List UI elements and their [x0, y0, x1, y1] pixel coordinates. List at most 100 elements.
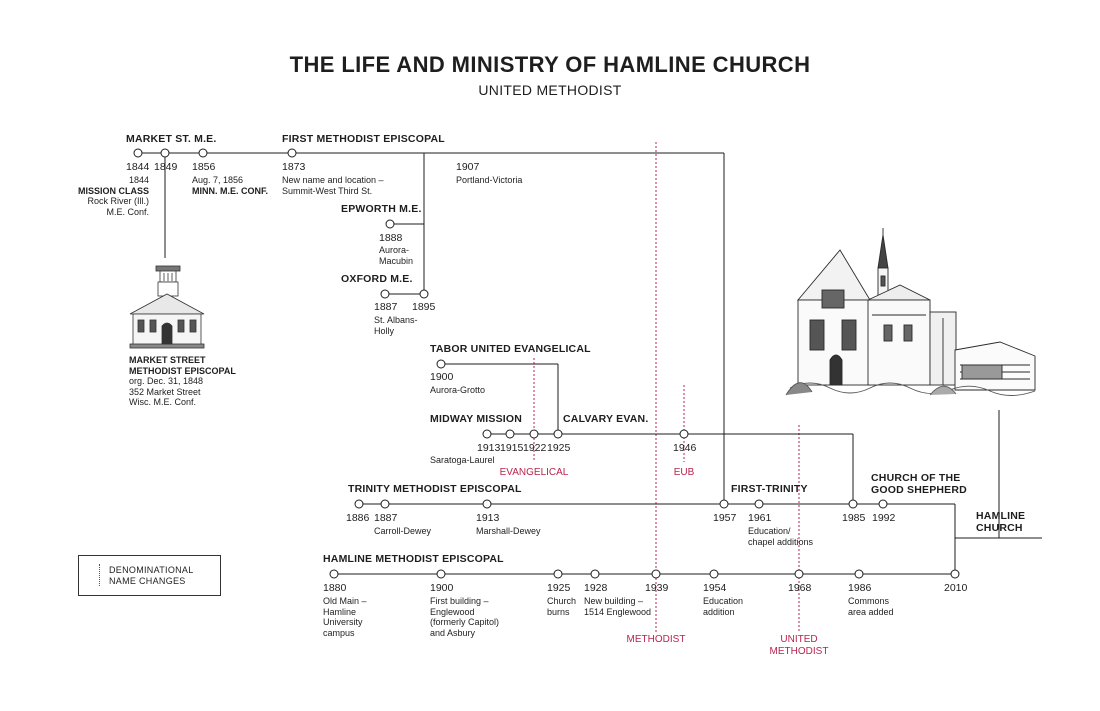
year-1939: 1939: [645, 582, 669, 594]
note-1873: New name and location – Summit-West Thir…: [282, 175, 384, 196]
year-1880: 1880: [323, 582, 347, 594]
node-1968: [794, 569, 804, 579]
year-1887-trinity: 1887: [374, 512, 398, 524]
note-1887-trinity: Carroll-Dewey: [374, 526, 432, 536]
year-1922: 1922: [523, 442, 547, 454]
hamline-church-illustration: [785, 228, 1036, 396]
header-midway: MIDWAY MISSION: [430, 413, 523, 425]
year-1946: 1946: [673, 442, 697, 454]
year-1900-hamline: 1900: [430, 582, 454, 594]
note-1913-trinity: Marshall-Dewey: [476, 526, 541, 536]
note-1928: New building – 1514 Englewood: [584, 596, 652, 617]
node-1873: [287, 148, 297, 158]
node-1887-trinity: [380, 499, 390, 509]
year-1888: 1888: [379, 232, 403, 244]
header-trinity: TRINITY METHODIST EPISCOPAL: [348, 483, 522, 495]
legend-box: DENOMINATIONAL NAME CHANGES: [78, 555, 221, 596]
node-1946: [679, 429, 689, 439]
header-oxford: OXFORD M.E.: [341, 273, 413, 285]
node-1922: [529, 429, 539, 439]
note-1856: Aug. 7, 1856 MINN. M.E. CONF.: [192, 175, 268, 196]
label-methodist: METHODIST: [626, 634, 686, 645]
node-1925-calvary: [553, 429, 563, 439]
header-epworth: EPWORTH M.E.: [341, 203, 422, 215]
note-1986: Commons area added: [848, 596, 894, 617]
header-tabor: TABOR UNITED EVANGELICAL: [430, 343, 591, 355]
node-1849: [160, 148, 170, 158]
header-hamline-me: HAMLINE METHODIST EPISCOPAL: [323, 553, 504, 565]
label-united-methodist-2: METHODIST: [769, 646, 829, 657]
node-1915: [505, 429, 515, 439]
year-1968: 1968: [788, 582, 812, 594]
node-1887-oxford: [380, 289, 390, 299]
header-hamline-church-2: CHURCH: [976, 522, 1023, 534]
note-1844: 1844 MISSION CLASS Rock River (Ill.) M.E…: [77, 175, 149, 217]
year-1913-trinity: 1913: [476, 512, 500, 524]
year-1895: 1895: [412, 301, 436, 313]
header-first-trinity: FIRST-TRINITY: [731, 483, 808, 495]
node-1886: [354, 499, 364, 509]
node-1900-hamline: [436, 569, 446, 579]
header-good-shepherd-1: CHURCH OF THE: [871, 472, 961, 484]
node-1939: [651, 569, 661, 579]
page-title: THE LIFE AND MINISTRY OF HAMLINE CHURCH: [289, 52, 811, 77]
node-1895: [419, 289, 429, 299]
node-1957: [719, 499, 729, 509]
year-1954: 1954: [703, 582, 727, 594]
note-1887-oxford: St. Albans- Holly: [374, 315, 418, 336]
year-1992: 1992: [872, 512, 896, 524]
node-1913-trinity: [482, 499, 492, 509]
node-1844: [133, 148, 143, 158]
year-1856: 1856: [192, 161, 216, 173]
timeline-nodes: [133, 148, 960, 579]
note-1954: Education addition: [703, 596, 744, 617]
year-1915: 1915: [500, 442, 524, 454]
node-2010: [950, 569, 960, 579]
year-1986: 1986: [848, 582, 872, 594]
year-1913-midway: 1913: [477, 442, 501, 454]
node-1880: [329, 569, 339, 579]
node-1925-hamline: [553, 569, 563, 579]
year-1925-hamline: 1925: [547, 582, 571, 594]
note-1925-hamline: Church burns: [547, 596, 577, 617]
label-united-methodist-1: UNITED: [780, 634, 818, 645]
note-1961: Education/ chapel additions: [748, 526, 814, 547]
year-1925-calvary: 1925: [547, 442, 571, 454]
note-1900-hamline: First building – Englewood (formerly Cap…: [430, 596, 500, 638]
year-1887-oxford: 1887: [374, 301, 398, 313]
note-market-street: MARKET STREET METHODIST EPISCOPAL org. D…: [129, 355, 236, 407]
page-subtitle: UNITED METHODIST: [478, 82, 622, 98]
year-2010: 2010: [944, 582, 968, 594]
note-1913-midway: Saratoga-Laurel: [430, 455, 495, 465]
year-1900-tabor: 1900: [430, 371, 454, 383]
year-1957: 1957: [713, 512, 737, 524]
header-market-st: MARKET ST. M.E.: [126, 133, 217, 145]
note-1880: Old Main – Hamline University campus: [323, 596, 367, 638]
node-1961: [754, 499, 764, 509]
label-evangelical: EVANGELICAL: [499, 467, 569, 478]
node-1954: [709, 569, 719, 579]
header-hamline-church-1: HAMLINE: [976, 510, 1026, 522]
year-1961: 1961: [748, 512, 772, 524]
year-1907: 1907: [456, 161, 480, 173]
node-1992: [878, 499, 888, 509]
year-1985: 1985: [842, 512, 866, 524]
header-first-methodist: FIRST METHODIST EPISCOPAL: [282, 133, 445, 145]
node-1913-midway: [482, 429, 492, 439]
legend-text: DENOMINATIONAL NAME CHANGES: [109, 565, 194, 586]
note-1900-tabor: Aurora-Grotto: [430, 385, 486, 395]
header-good-shepherd-2: GOOD SHEPHERD: [871, 484, 967, 496]
year-1873: 1873: [282, 161, 306, 173]
node-1985: [848, 499, 858, 509]
legend-dotted-marker: [99, 564, 100, 586]
node-1928: [590, 569, 600, 579]
node-1986: [854, 569, 864, 579]
year-1849: 1849: [154, 161, 178, 173]
note-1888: Aurora- Macubin: [379, 245, 414, 266]
year-1928: 1928: [584, 582, 608, 594]
market-street-church-illustration: [129, 265, 205, 349]
year-1886: 1886: [346, 512, 370, 524]
node-1856: [198, 148, 208, 158]
label-eub: EUB: [673, 467, 695, 478]
